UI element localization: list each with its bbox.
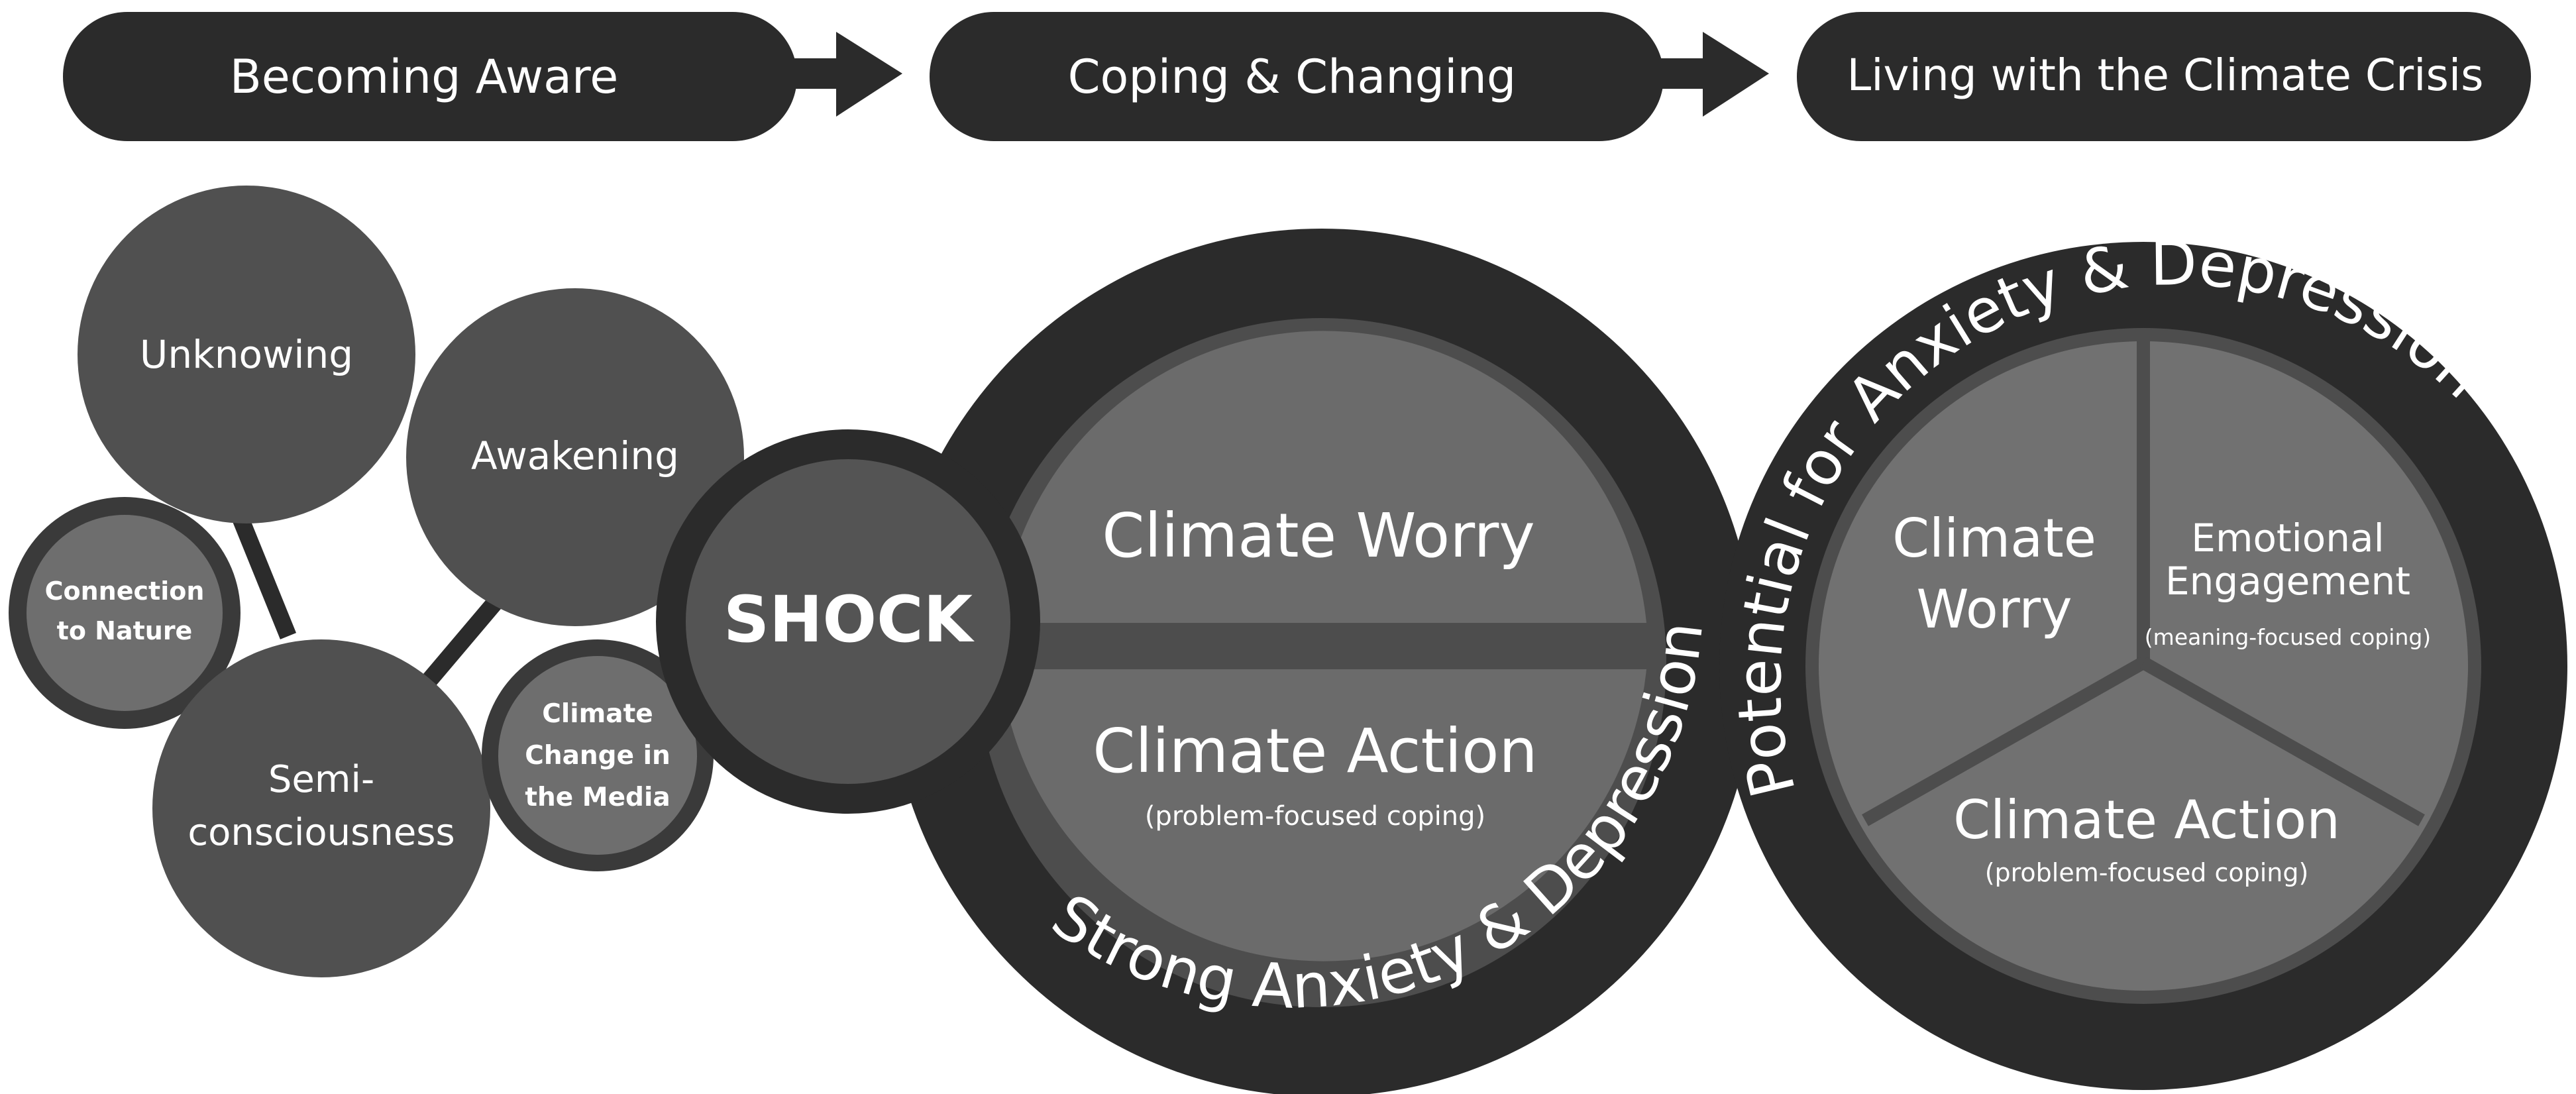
- segment-divider: [2140, 657, 2425, 826]
- bubble-label: consciousness: [188, 811, 455, 854]
- bubble-label: Semi-: [268, 758, 374, 801]
- bubble-semi-consciousness: Semi- consciousness: [152, 639, 490, 977]
- shock-label: SHOCK: [724, 582, 975, 657]
- climate-worry-label: Climate Worry: [1102, 500, 1535, 571]
- coping-circle: Climate Worry Climate Action (problem-fo…: [888, 229, 1756, 1094]
- arrow-icon: [1655, 32, 1769, 117]
- bubble-unknowing: Unknowing: [78, 186, 415, 523]
- shock-circle: SHOCK: [656, 429, 1040, 814]
- climate-worry-segment: [1000, 331, 1646, 623]
- bubble-label: Unknowing: [140, 332, 353, 377]
- emotional-engagement-label: Emotional: [2191, 516, 2384, 561]
- bubble-climate-change-media: Climate Change in the Media: [482, 639, 714, 871]
- connector-line: [230, 510, 297, 639]
- coping-type-label: (problem-focused coping): [1145, 801, 1485, 832]
- connector-line: [421, 590, 507, 688]
- emotional-engagement-label: Engagement: [2165, 559, 2410, 604]
- bubble-label: Awakening: [471, 433, 679, 478]
- bubble-label: the Media: [525, 783, 670, 812]
- living-circle: Climate Worry Emotional Engagement (mean…: [1719, 242, 2567, 1090]
- bubble-connection-to-nature: Connection to Nature: [9, 497, 241, 729]
- climate-action-label: Climate Action: [1093, 716, 1537, 787]
- stage-coping-changing: Coping & Changing: [930, 12, 1664, 141]
- bubble-label: Climate: [542, 699, 653, 729]
- coping-type-label: (problem-focused coping): [1985, 858, 2309, 887]
- climate-worry-label: Climate: [1892, 508, 2096, 569]
- coping-type-label: (meaning-focused coping): [2145, 624, 2431, 650]
- stage-label: Living with the Climate Crisis: [1847, 50, 2483, 101]
- bubble-label: Change in: [525, 741, 671, 771]
- climate-action-segment: [1000, 669, 1646, 961]
- arrow-icon: [788, 32, 902, 117]
- stage-living-with-crisis: Living with the Climate Crisis: [1797, 12, 2531, 141]
- stage-becoming-aware: Becoming Aware: [63, 12, 797, 141]
- segment-divider: [1862, 657, 2147, 826]
- climate-action-label: Climate Action: [1953, 789, 2340, 851]
- stage-label: Coping & Changing: [1068, 50, 1517, 104]
- stage-label: Becoming Aware: [230, 50, 619, 104]
- bubble-label: Connection: [45, 576, 205, 606]
- bubble-label: to Nature: [57, 616, 193, 645]
- bubble-awakening: Awakening: [406, 288, 744, 626]
- climate-worry-label: Worry: [1916, 578, 2072, 640]
